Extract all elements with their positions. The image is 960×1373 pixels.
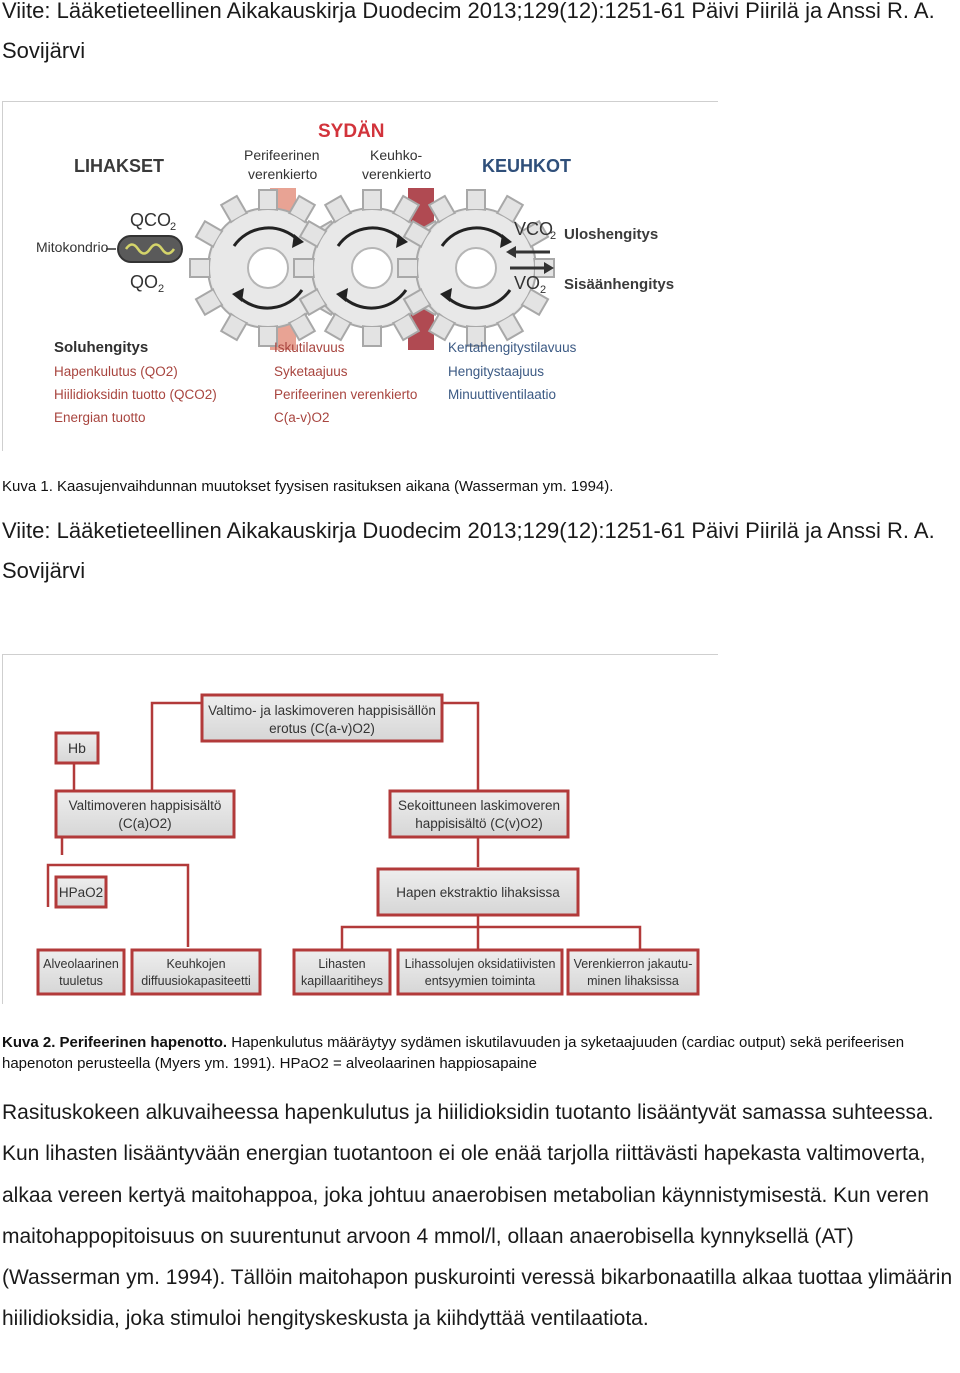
box-arterial-line2: (C(a)O2) — [118, 816, 171, 831]
box-bottom-3-line2: entsyymien toiminta — [425, 974, 536, 988]
label-muscles: LIHAKSET — [74, 156, 164, 176]
box-avo2-difference — [200, 693, 444, 743]
figure2-oxygen-uptake-diagram: Valtimo- ja laskimoveren happisisällön e… — [36, 693, 700, 996]
cell-item-energy-production: Energian tuotto — [54, 410, 146, 425]
box-capillary-density — [292, 948, 392, 996]
box-alveolar-ventilation — [36, 948, 126, 996]
label-qco2-sub: 2 — [170, 221, 176, 233]
label-peripheral-circulation-1: Perifeerinen — [244, 147, 320, 163]
label-peripheral-circulation-2: verenkierto — [248, 166, 317, 182]
box-extraction-label: Hapen ekstraktio lihaksissa — [396, 885, 560, 900]
label-vo2: VO — [514, 273, 540, 293]
cell-item-oxygen-consumption: Hapenkulutus (QO2) — [54, 364, 178, 379]
label-inhalation: Sisäänhengitys — [564, 276, 674, 293]
label-exhalation: Uloshengitys — [564, 226, 658, 243]
box-oxidative-enzymes — [396, 948, 564, 996]
figure1-gas-exchange-diagram: LIHAKSET SYDÄN KEUHKOT Perifeerinen vere… — [36, 121, 674, 425]
heart-item-peripheral-circulation: Perifeerinen verenkierto — [274, 387, 417, 402]
box-bottom-1-line1: Keuhkojen — [166, 957, 225, 971]
cell-item-co2-production: Hiilidioksidin tuotto (QCO2) — [54, 387, 217, 402]
lung-item-breathing-rate: Hengitystaajuus — [448, 364, 544, 379]
lung-item-minute-ventilation: Minuuttiventilaatio — [448, 387, 556, 402]
label-pulmonary-circulation-2: verenkierto — [362, 166, 431, 182]
figure2-caption-title: Kuva 2. Perifeerinen hapenotto. — [2, 1034, 228, 1051]
label-qo2-sub: 2 — [158, 283, 164, 295]
box-diffusion-capacity — [130, 948, 262, 996]
box-bottom-4-line1: Verenkierron jakautu- — [574, 957, 693, 971]
box-hb — [54, 731, 100, 765]
gas-exchange-arrows-icon — [506, 246, 554, 274]
box-mixed-line2: happisisältö (C(v)O2) — [415, 816, 543, 831]
box-hb-label: Hb — [68, 740, 86, 756]
figure1-left-border — [2, 101, 3, 451]
heart-item-stroke-volume: Iskutilavuus — [274, 340, 345, 355]
box-oxygen-extraction — [376, 867, 580, 917]
box-mixed-venous-o2-content — [388, 789, 570, 839]
diagram-connectors — [46, 701, 642, 950]
label-vco2-sub: 2 — [550, 230, 556, 242]
reference-2: Viite: Lääketieteellinen Aikakauskirja D… — [2, 518, 935, 583]
box-bottom-2-line1: Lihasten — [318, 957, 365, 971]
label-pulmonary-circulation-1: Keuhko- — [370, 147, 422, 163]
label-lungs: KEUHKOT — [482, 156, 571, 176]
figure1-top-border — [2, 101, 718, 102]
box-arterial-line1: Valtimoveren happisisältö — [69, 798, 222, 813]
box-bottom-3-line1: Lihassolujen oksidatiivisten — [405, 957, 556, 971]
heart-item-heart-rate: Syketaajuus — [274, 364, 348, 379]
box-avo2-difference-line2: erotus (C(a-v)O2) — [269, 721, 375, 736]
label-qco2: QCO — [130, 210, 171, 230]
reference-header: Viite: Lääketieteellinen Aikakauskirja D… — [2, 0, 935, 63]
label-vco2: VCO — [514, 219, 553, 239]
body-paragraph: Rasituskokeen alkuvaiheessa hapenkulutus… — [2, 1101, 953, 1331]
cell-respiration-title: Soluhengitys — [54, 339, 148, 356]
lung-item-tidal-volume: Kertahengitystilavuus — [448, 340, 577, 355]
label-mitochondria: Mitokondrio — [36, 239, 109, 255]
box-hpao2-label: HPaO2 — [59, 885, 103, 900]
figure2-top-border — [2, 654, 718, 655]
box-bottom-0-line2: tuuletus — [59, 974, 103, 988]
box-mixed-line1: Sekoittuneen laskimoveren — [398, 798, 560, 813]
box-bottom-2-line2: kapillaaritiheys — [301, 974, 383, 988]
figure2-caption: Kuva 2. Perifeerinen hapenotto. Hapenkul… — [2, 1032, 948, 1074]
box-hpao2 — [54, 875, 108, 909]
box-arterial-o2-content — [54, 789, 236, 839]
figure2-caption-text: Hapenkulutus määräytyy sydämen iskutilav… — [2, 1034, 905, 1072]
figure2-left-border — [2, 654, 3, 1004]
box-bottom-4-line2: minen lihaksissa — [587, 974, 679, 988]
figure1-caption: Kuva 1. Kaasujenvaihdunnan muutokset fyy… — [2, 478, 614, 495]
label-qo2: QO — [130, 272, 158, 292]
label-vo2-sub: 2 — [540, 284, 546, 296]
box-bottom-1-line2: diffuusiokapasiteetti — [141, 974, 251, 988]
label-heart: SYDÄN — [318, 121, 385, 142]
mitochondria-icon — [117, 235, 183, 263]
box-muscle-blood-distribution — [566, 948, 700, 996]
box-avo2-difference-line1: Valtimo- ja laskimoveren happisisällön — [208, 703, 436, 718]
heart-item-avo2-difference: C(a-v)O2 — [274, 410, 330, 425]
box-bottom-0-line1: Alveolaarinen — [43, 957, 119, 971]
